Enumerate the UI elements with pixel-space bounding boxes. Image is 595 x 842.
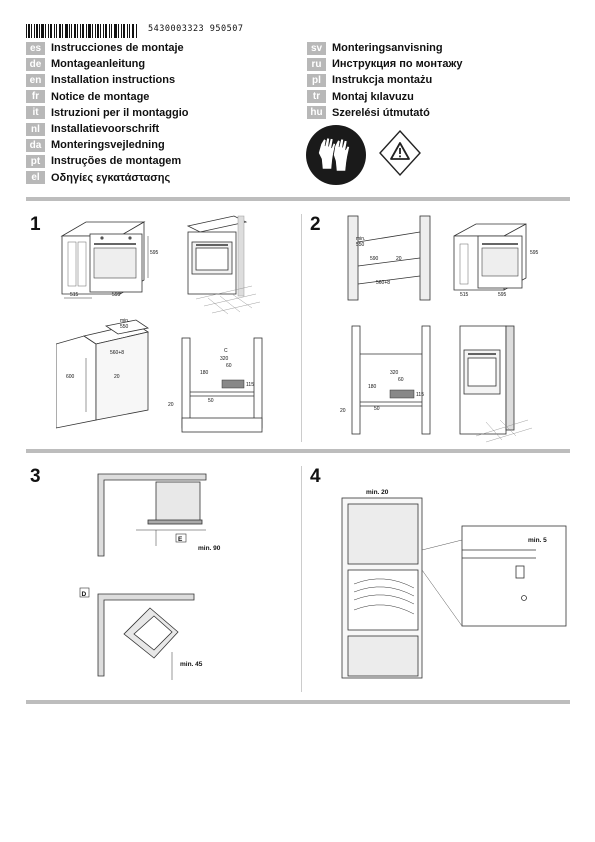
dim-label: 60 <box>226 363 232 369</box>
language-code: da <box>26 138 45 152</box>
language-row-da: da Monteringsvejledning <box>26 137 189 153</box>
dim-label: 60 <box>398 377 404 383</box>
dim-label: min. <box>120 318 129 324</box>
section-divider <box>26 700 570 704</box>
section-divider <box>26 449 570 453</box>
dim-label: 515 <box>70 292 79 298</box>
dim-label: 180 <box>368 384 377 390</box>
language-title: Notice de montage <box>51 90 150 103</box>
language-title: Szerelési útmutató <box>332 106 430 119</box>
section-2-illustration: min. 550 590 20 560+8 595 515 595 320 60… <box>340 215 539 443</box>
section-number-4: 4 <box>310 466 321 487</box>
dim-label: 550 <box>120 324 129 330</box>
language-title: Instrucciones de montaje <box>51 42 184 55</box>
language-row-ru: ru Инструкция по монтажу <box>307 56 462 72</box>
section-number-1: 1 <box>30 214 41 235</box>
language-title: Installatievoorschrift <box>51 123 160 136</box>
step-label-e: E <box>178 536 183 543</box>
dim-label: 50 <box>208 398 214 404</box>
language-row-pt: pt Instruções de montagem <box>26 153 189 169</box>
dim-label: 595 <box>112 292 121 298</box>
language-list-left: es Instrucciones de montaje de Montageanle… <box>26 40 189 186</box>
dim-label: 515 <box>460 292 469 298</box>
language-row-tr: tr Montaj kılavuzu <box>307 89 462 105</box>
dim-label: 115 <box>246 382 254 388</box>
dim-label: min. <box>356 236 365 242</box>
dim-label: C <box>224 348 228 354</box>
dim-label: 600 <box>66 374 75 380</box>
section-divider <box>26 197 570 201</box>
language-row-hu: hu Szerelési útmutató <box>307 105 462 121</box>
language-code: es <box>26 41 45 55</box>
column-divider <box>301 466 302 692</box>
language-code: it <box>26 106 45 120</box>
dim-label: 595 <box>498 292 507 298</box>
min-5-label: min. 5 <box>528 537 547 544</box>
dim-label: 20 <box>340 408 346 414</box>
barcode-number: 5430003323 950507 <box>148 24 244 34</box>
language-row-it: it Istruzioni per il montaggio <box>26 105 189 121</box>
language-code: hu <box>307 106 326 120</box>
language-code: pl <box>307 73 326 87</box>
language-row-sv: sv Monteringsanvisning <box>307 40 462 56</box>
dim-label: 590 <box>370 256 379 262</box>
section-4-illustration: min. 20 min. 5 <box>341 489 567 679</box>
language-row-el: el Οδηγίες εγκατάστασης <box>26 170 189 186</box>
section-3-illustration: E min. 90 D min. 45 <box>79 473 221 680</box>
language-code: el <box>26 171 45 185</box>
column-divider <box>301 214 302 442</box>
language-title: Instruções de montagem <box>51 155 182 168</box>
warning-icon <box>379 129 421 177</box>
language-row-nl: nl Installatievoorschrift <box>26 121 189 137</box>
language-row-de: de Montageanleitung <box>26 56 189 72</box>
language-title: Installation instructions <box>51 74 176 87</box>
language-code: ru <box>307 57 326 71</box>
dim-label: 560+8 <box>376 280 390 286</box>
language-code: de <box>26 57 45 71</box>
language-code: tr <box>307 90 326 104</box>
language-code: nl <box>26 122 45 136</box>
language-row-en: en Installation instructions <box>26 72 189 88</box>
language-row-fr: fr Notice de montage <box>26 89 189 105</box>
dim-label: 180 <box>200 370 209 376</box>
language-title: Инструкция по монтажу <box>332 58 463 71</box>
dim-label: 595 <box>150 250 159 256</box>
language-title: Instrukcja montażu <box>332 74 433 87</box>
barcode <box>26 24 137 38</box>
language-title: Montaj kılavuzu <box>332 90 414 103</box>
dim-label: 20 <box>114 374 120 380</box>
wear-gloves-icon <box>306 125 366 185</box>
dim-label: 320 <box>220 356 229 362</box>
language-title: Monteringsvejledning <box>51 139 165 152</box>
section-1-illustration: 595 515 595 600 20 560+8 min. 550 C 320 … <box>56 215 263 433</box>
language-code: en <box>26 73 45 87</box>
language-title: Istruzioni per il montaggio <box>51 106 189 119</box>
dim-label: 50 <box>374 406 380 412</box>
language-list-right: sv Monteringsanvisning ru Инструкция по мо… <box>307 40 462 121</box>
section-number-2: 2 <box>310 214 321 235</box>
language-row-es: es Instrucciones de montaje <box>26 40 189 56</box>
dim-label: 595 <box>530 250 539 256</box>
dim-label: 560+8 <box>110 350 124 356</box>
dim-label: 115 <box>416 392 424 398</box>
dim-label: 320 <box>390 370 399 376</box>
dim-label: 20 <box>168 402 174 408</box>
section-number-3: 3 <box>30 466 41 487</box>
min-90-label: min. 90 <box>198 545 221 552</box>
dim-label: 20 <box>396 256 402 262</box>
language-code: fr <box>26 90 45 104</box>
min-20-label: min. 20 <box>366 489 389 496</box>
language-title: Οδηγίες εγκατάστασης <box>51 171 171 184</box>
language-code: sv <box>307 41 326 55</box>
language-title: Montageanleitung <box>51 58 146 71</box>
min-45-label: min. 45 <box>180 661 203 668</box>
language-title: Monteringsanvisning <box>332 42 443 55</box>
language-row-pl: pl Instrukcja montażu <box>307 72 462 88</box>
dim-label: 550 <box>356 242 365 248</box>
language-code: pt <box>26 154 45 168</box>
step-label-d: D <box>82 591 87 598</box>
